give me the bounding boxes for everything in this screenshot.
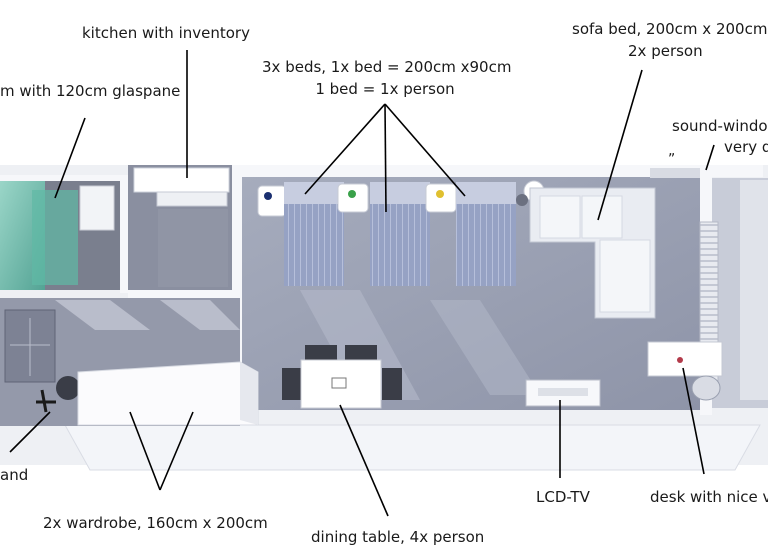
label-desk: desk with nice v [650, 488, 768, 506]
beds [257, 180, 545, 286]
label-beds-line2: 1 bed = 1x person [315, 80, 455, 98]
label-bathroom: m with 120cm glaspane [0, 82, 181, 100]
label-quote-mark: „ [668, 143, 676, 159]
label-sofa-line2: 2x person [628, 42, 703, 60]
label-window-line2: very q [724, 138, 768, 156]
kitchen [128, 165, 238, 298]
sofa-bed [529, 187, 656, 319]
label-beds-line1: 3x beds, 1x bed = 200cm x90cm [262, 58, 512, 76]
label-dining: dining table, 4x person [311, 528, 485, 546]
desk-room [712, 178, 768, 408]
bathroom [0, 175, 130, 293]
label-wardrobe: 2x wardrobe, 160cm x 200cm [43, 514, 268, 532]
leader-lines [9, 50, 715, 517]
label-sofa-line1: sofa bed, 200cm x 200cm [572, 20, 768, 38]
label-kitchen: kitchen with inventory [82, 24, 250, 42]
label-tv: LCD-TV [536, 488, 590, 506]
wardrobes [77, 361, 259, 426]
desk [647, 341, 723, 401]
lcd-tv [525, 379, 601, 407]
label-window-line1: sound-windo [672, 117, 768, 135]
label-stand: and [0, 466, 29, 484]
dining-set [282, 345, 402, 409]
